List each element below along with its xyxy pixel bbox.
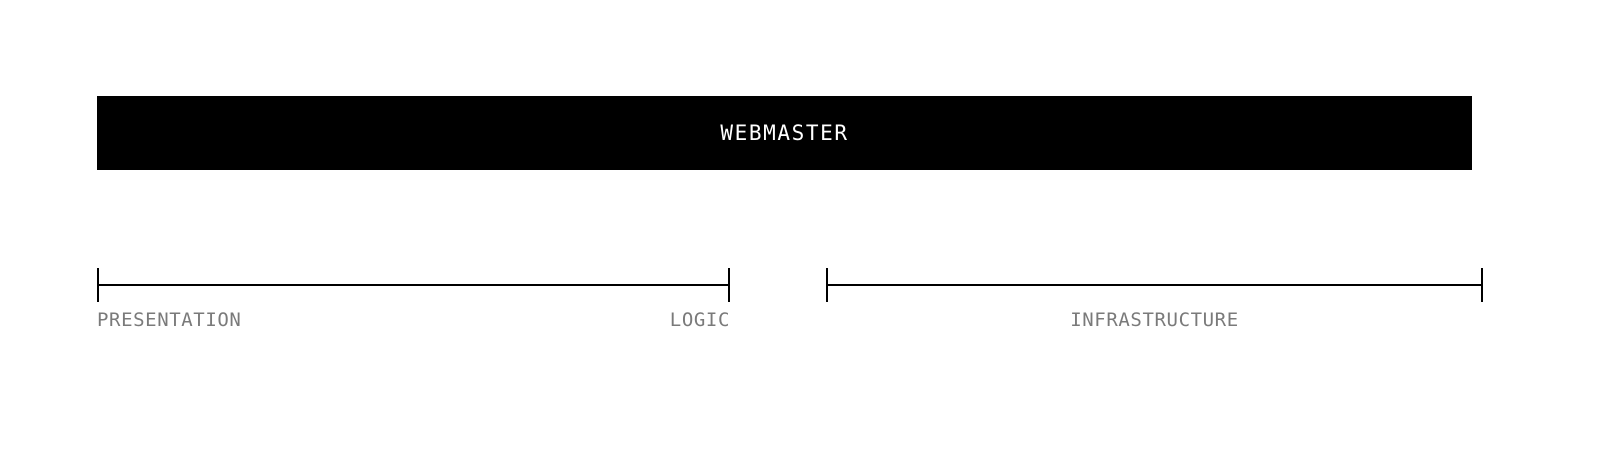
title-bar-label: WEBMASTER	[720, 120, 849, 145]
span-bracket-infrastructure	[826, 268, 1483, 302]
span-logic-label-group: LOGIC	[97, 268, 730, 338]
bracket-rule	[97, 284, 730, 286]
span-presentation-logic: PRESENTATION	[97, 268, 730, 338]
span-label-logic: LOGIC	[669, 309, 730, 331]
span-bracket-presentation-logic	[97, 268, 730, 302]
span-label-presentation: PRESENTATION	[97, 309, 242, 331]
bracket-tick-end-icon	[1481, 268, 1483, 302]
span-infrastructure: INFRASTRUCTURE	[826, 268, 1483, 338]
bracket-tick-end-icon	[728, 268, 730, 302]
span-label-infrastructure: INFRASTRUCTURE	[1070, 309, 1239, 331]
bracket-rule	[826, 284, 1483, 286]
title-bar: WEBMASTER	[97, 96, 1472, 170]
